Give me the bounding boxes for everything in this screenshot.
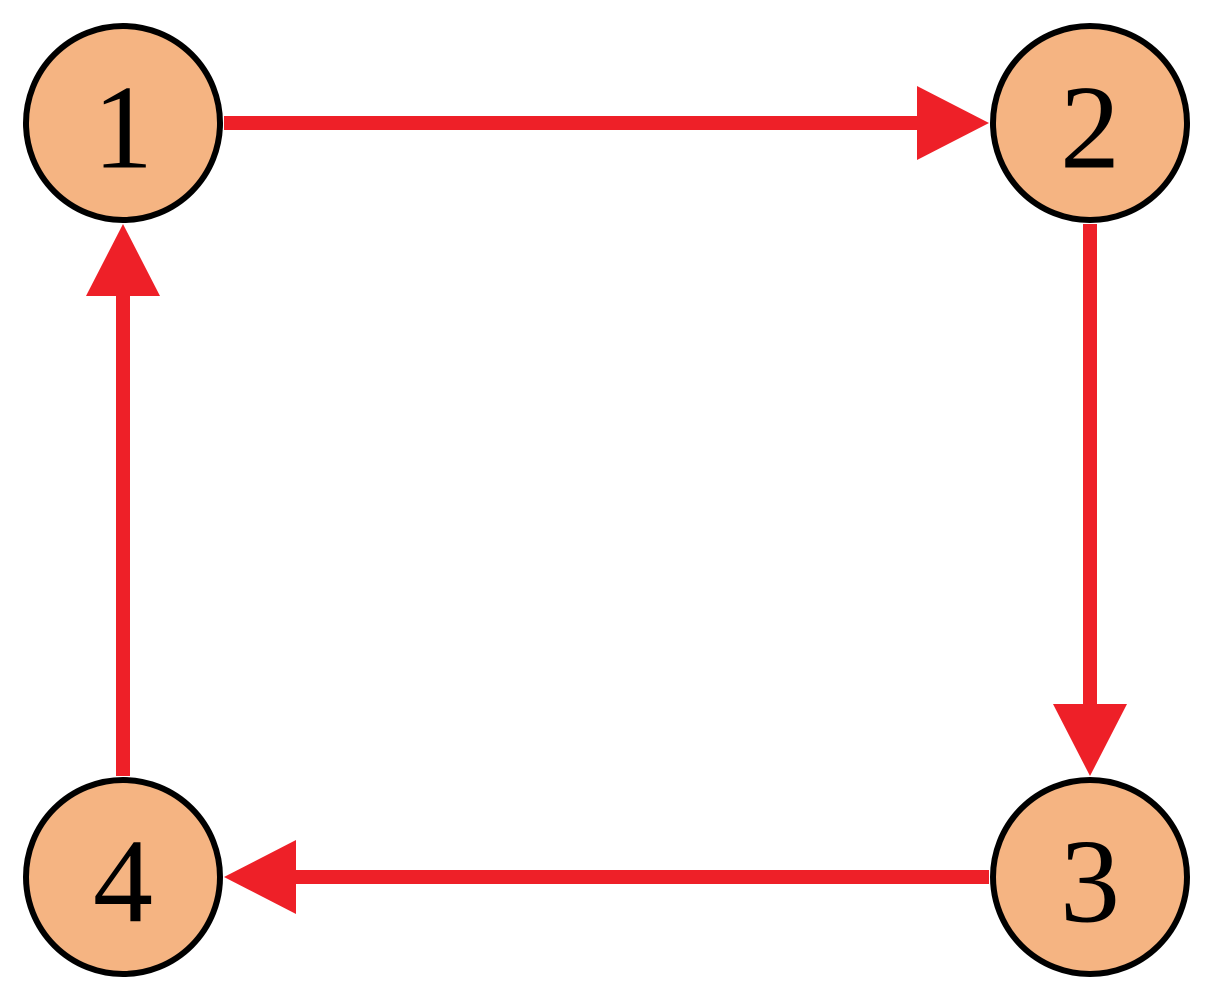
- node-1: 1: [23, 23, 223, 223]
- node-label: 2: [1060, 61, 1120, 194]
- node-label: 4: [93, 815, 153, 948]
- arrowhead-icon: [917, 86, 989, 160]
- edges-layer: [86, 86, 1127, 914]
- node-label: 3: [1060, 815, 1120, 948]
- arrowhead-icon: [224, 840, 296, 914]
- edge-1-to-2: [224, 86, 989, 160]
- node-circle: [990, 777, 1190, 977]
- node-circle: [990, 23, 1190, 223]
- edge-2-to-3: [1053, 224, 1127, 776]
- arrowhead-icon: [86, 224, 160, 296]
- node-2: 2: [990, 23, 1190, 223]
- node-circle: [23, 777, 223, 977]
- arrowhead-icon: [1053, 704, 1127, 776]
- edge-3-to-4: [224, 840, 989, 914]
- node-circle: [23, 23, 223, 223]
- nodes-layer: 1 2 3 4: [23, 23, 1190, 977]
- node-label: 1: [93, 61, 153, 194]
- edge-4-to-1: [86, 224, 160, 776]
- node-3: 3: [990, 777, 1190, 977]
- node-4: 4: [23, 777, 223, 977]
